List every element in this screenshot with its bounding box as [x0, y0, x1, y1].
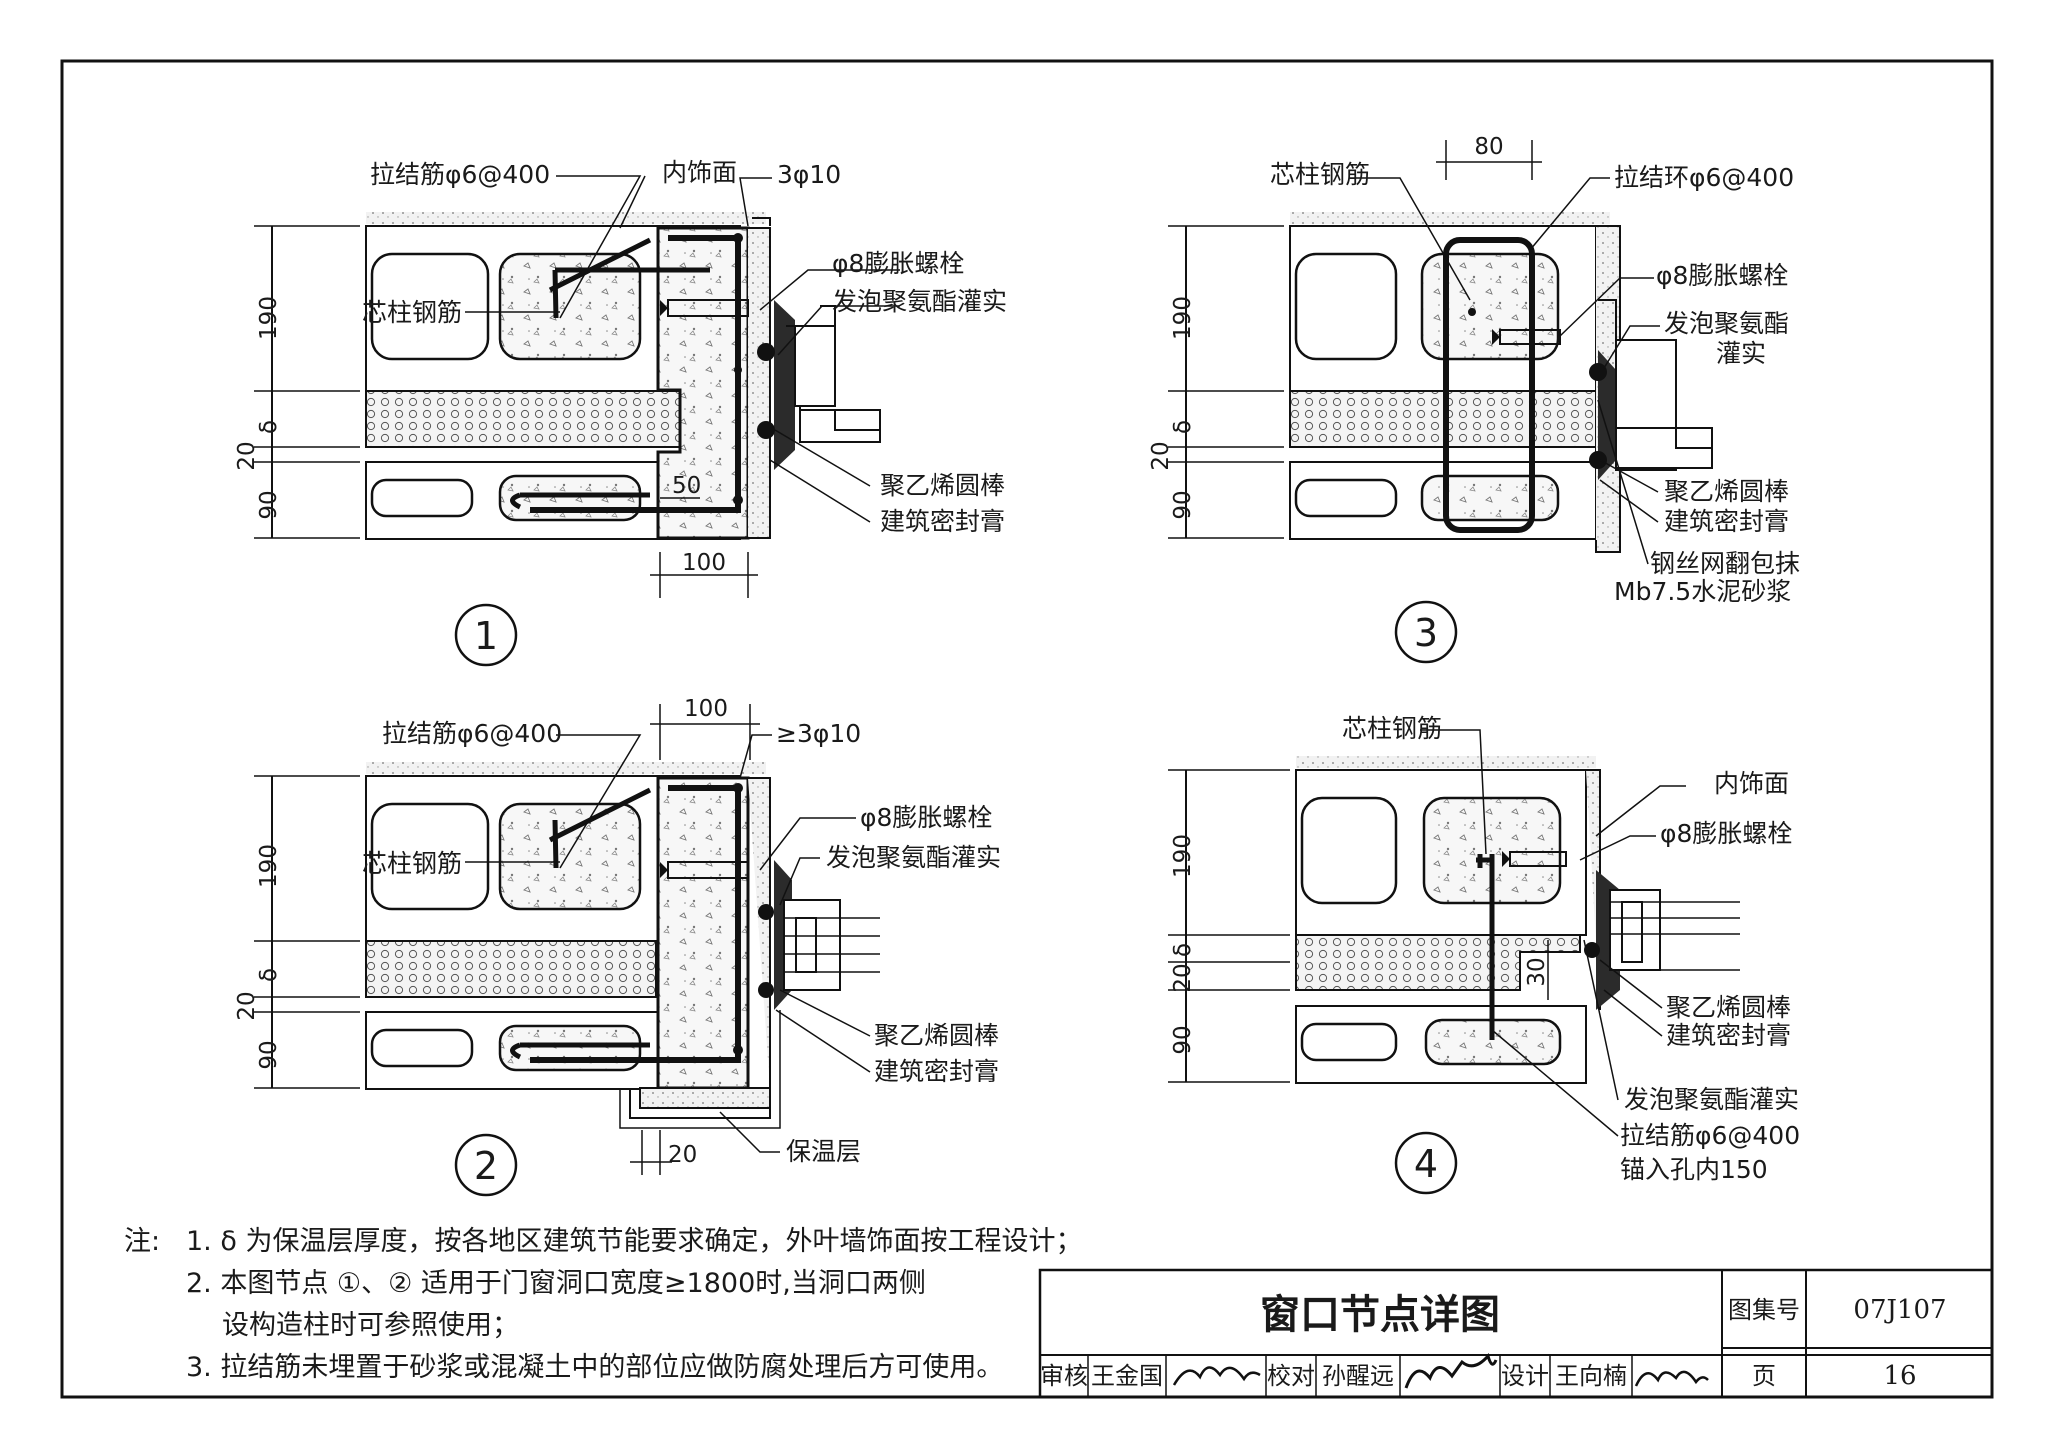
d3-bolt-label: φ8膨胀螺栓: [1656, 261, 1788, 290]
d3-dim-20: 20: [1148, 441, 1174, 470]
detail-4: [1168, 729, 1740, 1195]
d1-foam-label: 发泡聚氨酯灌实: [832, 287, 1007, 316]
d4-foam-label: 发泡聚氨酯灌实: [1624, 1085, 1799, 1114]
atlas-no-label: 图集号: [1728, 1296, 1800, 1324]
review-label: 审核: [1040, 1362, 1088, 1390]
d1-dim-100: 100: [682, 550, 726, 576]
note-2b: 设构造柱时可参照使用；: [222, 1310, 519, 1341]
reviewer-signature: [1172, 1366, 1261, 1386]
d1-inner-finish-label: 内饰面: [662, 158, 737, 187]
d2-sealant-label: 建筑密封膏: [874, 1057, 999, 1086]
d2-foam-label: 发泡聚氨酯灌实: [826, 843, 1001, 872]
note-1: 1. δ 为保温层厚度，按各地区建筑节能要求确定，外叶墙饰面按工程设计；: [186, 1226, 1082, 1257]
d4-core-rebar-label: 芯柱钢筋: [1342, 714, 1442, 743]
d1-dim-190: 190: [256, 296, 282, 340]
d2-insulation-label: 保温层: [786, 1137, 861, 1166]
page-number: 16: [1883, 1361, 1916, 1391]
d4-tie-label-2: 锚入孔内150: [1620, 1155, 1768, 1184]
d3-tie-ring-label: 拉结环φ6@400: [1614, 163, 1794, 192]
d3-foam-label-2: 灌实: [1716, 339, 1766, 368]
detail-1-number: 1: [474, 614, 498, 658]
d4-sealant-label: 建筑密封膏: [1666, 1021, 1791, 1050]
atlas-no-value: 07J107: [1853, 1295, 1946, 1325]
d1-sealant-label: 建筑密封膏: [880, 507, 1005, 536]
d1-dim-90: 90: [256, 490, 282, 519]
detail-2: [254, 704, 880, 1197]
d2-main-rebar-label: ≥3φ10: [776, 719, 861, 748]
d4-dim-90: 90: [1170, 1025, 1196, 1054]
d2-dim-20b: 20: [668, 1142, 697, 1168]
d4-dim-20: 20: [1170, 963, 1196, 992]
d3-dim-90: 90: [1170, 490, 1196, 519]
d4-dim-190: 190: [1170, 834, 1196, 878]
d3-foam-label-1: 发泡聚氨酯: [1664, 309, 1789, 338]
d3-dim-80: 80: [1474, 134, 1503, 160]
notes-prefix: 注:: [124, 1226, 160, 1257]
d4-dim-delta: δ: [1170, 943, 1196, 957]
d4-inner-finish-label: 内饰面: [1714, 769, 1789, 798]
d1-dim-50: 50: [672, 473, 701, 499]
d3-mesh-label-2: Mb7.5水泥砂浆: [1614, 577, 1791, 606]
d1-tie-rebar-label: 拉结筋φ6@400: [370, 160, 550, 189]
d1-pe-rod-label: 聚乙烯圆棒: [880, 471, 1005, 500]
designer-signature: [1634, 1370, 1709, 1387]
detail-3-number: 3: [1414, 611, 1438, 655]
drawing-title: 窗口节点详图: [1260, 1292, 1500, 1338]
check-label: 校对: [1267, 1362, 1315, 1390]
note-3: 3. 拉结筋未埋置于砂浆或混凝土中的部位应做防腐处理后方可使用。: [186, 1352, 1003, 1383]
designer-name: 王向楠: [1555, 1362, 1627, 1390]
d4-pe-rod-label: 聚乙烯圆棒: [1666, 993, 1791, 1022]
d2-tie-rebar-label: 拉结筋φ6@400: [382, 719, 562, 748]
d3-dim-delta: δ: [1170, 420, 1196, 434]
note-2a: 2. 本图节点 ①、② 适用于门窗洞口宽度≥1800时,当洞口两侧: [186, 1268, 926, 1299]
d3-core-rebar-label: 芯柱钢筋: [1270, 160, 1370, 189]
d2-dim-190: 190: [256, 844, 282, 888]
d3-mesh-label-1: 钢丝网翻包抹: [1650, 549, 1800, 578]
d4-tie-label-1: 拉结筋φ6@400: [1620, 1121, 1800, 1150]
d2-dim-delta: δ: [256, 968, 282, 982]
detail-1: [254, 175, 900, 667]
d2-dim-90: 90: [256, 1040, 282, 1069]
design-label: 设计: [1501, 1362, 1549, 1390]
title-block: [1038, 1268, 1994, 1399]
d3-pe-rod-label: 聚乙烯圆棒: [1664, 477, 1789, 506]
d3-sealant-label: 建筑密封膏: [1664, 507, 1789, 536]
page-label: 页: [1752, 1362, 1776, 1390]
d1-bolt-label: φ8膨胀螺栓: [832, 249, 964, 278]
d1-main-rebar-label: 3φ10: [777, 160, 841, 189]
d2-bolt-label: φ8膨胀螺栓: [860, 803, 992, 832]
checker-signature: [1404, 1352, 1498, 1389]
detail-3: [1168, 140, 1713, 664]
d2-dim-100: 100: [684, 696, 728, 722]
reviewer-name: 王金国: [1091, 1362, 1163, 1390]
d1-dim-20: 20: [234, 441, 260, 470]
d2-core-rebar-label: 芯柱钢筋: [362, 849, 462, 878]
d4-dim-30: 30: [1524, 957, 1550, 986]
d1-core-rebar-label: 芯柱钢筋: [362, 298, 462, 327]
d2-dim-20: 20: [234, 991, 260, 1020]
checker-name: 孙醒远: [1322, 1362, 1394, 1390]
detail-4-number: 4: [1414, 1142, 1438, 1186]
d4-bolt-label: φ8膨胀螺栓: [1660, 819, 1792, 848]
d2-pe-rod-label: 聚乙烯圆棒: [874, 1021, 999, 1050]
detail-2-number: 2: [474, 1144, 498, 1188]
d1-dim-delta: δ: [256, 420, 282, 434]
d3-dim-190: 190: [1170, 296, 1196, 340]
sheet-border: [60, 59, 1994, 1399]
